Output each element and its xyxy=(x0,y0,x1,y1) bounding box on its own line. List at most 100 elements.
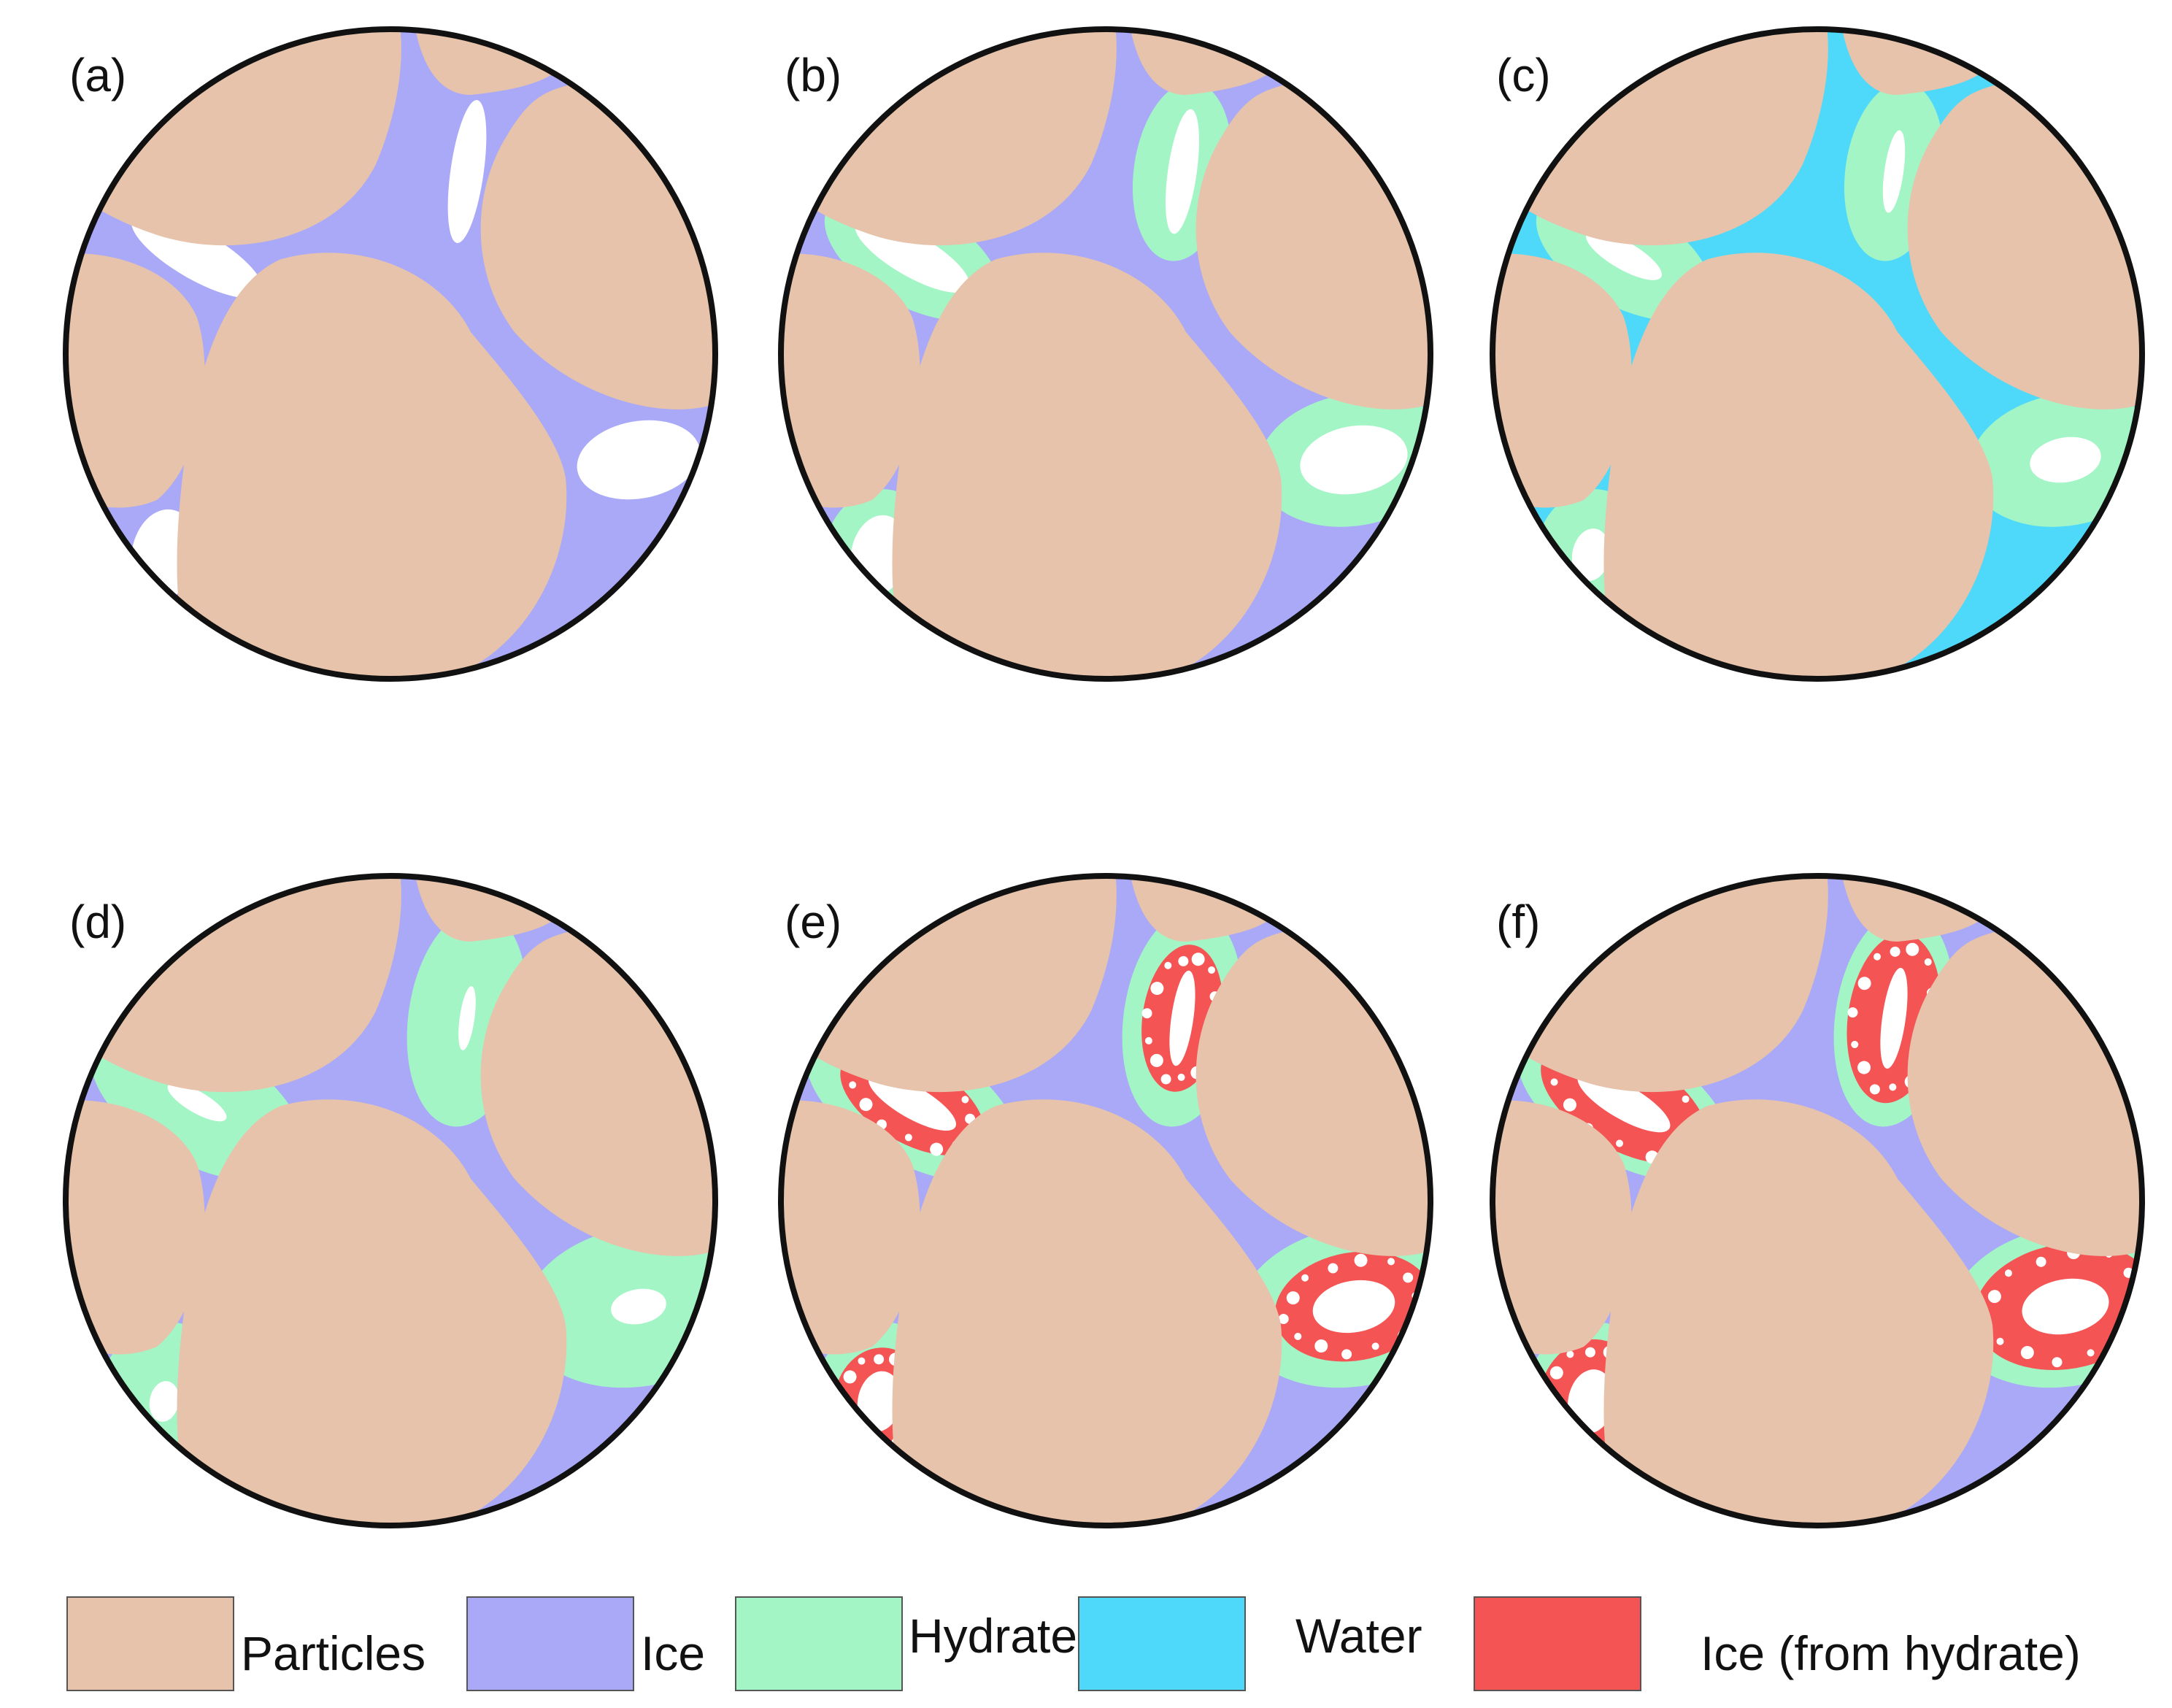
void-gas xyxy=(857,1371,902,1432)
void-speckle xyxy=(845,1423,859,1437)
panel-boundary xyxy=(1490,26,2145,682)
void-speckle xyxy=(1178,955,1189,966)
void-speckle xyxy=(1164,961,1172,969)
legend-item-particles: Particles xyxy=(66,1596,425,1691)
pore-space xyxy=(1493,29,2142,679)
void-speckle xyxy=(1208,966,1216,974)
void-speckle xyxy=(876,1441,884,1449)
void-speckle xyxy=(2004,1269,2012,1277)
panel-boundary xyxy=(63,873,718,1528)
legend-swatch xyxy=(66,1596,234,1691)
void-speckle xyxy=(2133,1312,2142,1323)
void-speckle xyxy=(1278,1313,1289,1324)
pore-space xyxy=(66,29,715,679)
void-speckle xyxy=(1387,1258,1395,1266)
panel-f: (f) xyxy=(1490,873,2145,1528)
pore-right xyxy=(577,420,701,500)
void-speckle xyxy=(2036,1256,2046,1267)
void-speckle xyxy=(1996,1337,2004,1345)
legend-label: Water xyxy=(1295,1609,1422,1663)
legend-label: Hydrate xyxy=(909,1609,1077,1663)
void-speckle xyxy=(1566,1350,1574,1358)
void-speckle xyxy=(1869,1084,1880,1095)
legend-label: Particles xyxy=(241,1626,425,1680)
void-speckle xyxy=(859,1098,873,1112)
void-gas xyxy=(1300,425,1408,495)
void-speckle xyxy=(1847,1007,1858,1018)
particles xyxy=(1493,876,2142,1526)
void-gas xyxy=(1568,1369,1614,1434)
void-gas xyxy=(1880,967,1908,1069)
void-speckle xyxy=(1301,1274,1309,1282)
void-speckle xyxy=(1341,1349,1352,1360)
void-speckle xyxy=(1924,958,1932,966)
void-speckle xyxy=(1354,1253,1368,1267)
pore-space xyxy=(1493,876,2142,1526)
legend-label: Ice xyxy=(641,1626,705,1680)
void-gas xyxy=(458,986,476,1050)
pore-top xyxy=(447,100,487,243)
void-speckle xyxy=(1141,1008,1152,1019)
void-speckle xyxy=(858,1439,869,1450)
void-gas xyxy=(1882,130,1906,213)
void-speckle xyxy=(1552,1428,1566,1442)
void-speckle xyxy=(904,1134,912,1142)
void-gas xyxy=(868,1074,957,1131)
void-speckle xyxy=(838,1411,846,1419)
void-speckle xyxy=(1371,1342,1379,1350)
legend-item-ice: Ice xyxy=(466,1596,705,1691)
panel-boundary xyxy=(778,26,1433,682)
panel-b: (b) xyxy=(778,26,1433,682)
panel-boundary xyxy=(1490,873,2145,1528)
void-gas xyxy=(2022,1278,2109,1335)
particles xyxy=(1493,29,2142,679)
void-speckle xyxy=(1328,1263,1339,1274)
void-speckle xyxy=(858,1357,866,1365)
panels-layer: (a)(b)(c)(d)(e)(f) xyxy=(63,26,2145,1528)
void-gas xyxy=(1586,231,1662,280)
legend-swatch xyxy=(466,1596,634,1691)
void-speckle xyxy=(2052,1357,2063,1368)
void-speckle xyxy=(1549,1366,1563,1380)
void-speckle xyxy=(1294,1332,1302,1340)
void-speckle xyxy=(1160,1074,1171,1085)
void-gas xyxy=(167,1082,227,1122)
void-speckle xyxy=(1615,1139,1623,1147)
legend-swatch xyxy=(1078,1596,1246,1691)
panel-e: (e) xyxy=(778,873,1433,1528)
void-speckle xyxy=(1177,1073,1185,1081)
void-speckle xyxy=(1538,1388,1549,1399)
void-speckle xyxy=(1987,1290,2001,1304)
void-speckle xyxy=(849,1081,857,1089)
panel-label: (e) xyxy=(785,896,842,948)
void-gas xyxy=(447,100,487,243)
void-speckle xyxy=(1150,982,1164,996)
void-speckle xyxy=(1588,1448,1596,1456)
panel-label: (a) xyxy=(69,49,126,101)
void-speckle xyxy=(1144,1036,1152,1045)
void-speckle xyxy=(1314,1339,1328,1353)
void-speckle xyxy=(1403,1272,1414,1283)
void-speckle xyxy=(1550,1078,1558,1086)
legend-swatch xyxy=(735,1596,903,1691)
void-speckle xyxy=(1873,953,1882,961)
pore-space xyxy=(66,876,715,1526)
void-gas xyxy=(1577,1072,1671,1133)
void-speckle xyxy=(1682,1095,1690,1103)
void-speckle xyxy=(1149,1053,1163,1067)
void-gas xyxy=(611,1288,666,1325)
void-speckle xyxy=(1563,1098,1576,1112)
void-gas xyxy=(149,1381,180,1422)
void-speckle xyxy=(1906,942,1919,956)
void-gas xyxy=(1312,1280,1395,1334)
panel-boundary xyxy=(63,26,718,682)
panel-c: (c) xyxy=(1490,26,2145,682)
void-speckle xyxy=(1566,1447,1577,1458)
void-gas xyxy=(1169,970,1195,1066)
panel-label: (b) xyxy=(785,49,842,101)
legend-swatch xyxy=(1474,1596,1641,1691)
void-gas xyxy=(577,420,701,500)
void-speckle xyxy=(874,1354,885,1365)
panel-label: (f) xyxy=(1496,896,1540,948)
